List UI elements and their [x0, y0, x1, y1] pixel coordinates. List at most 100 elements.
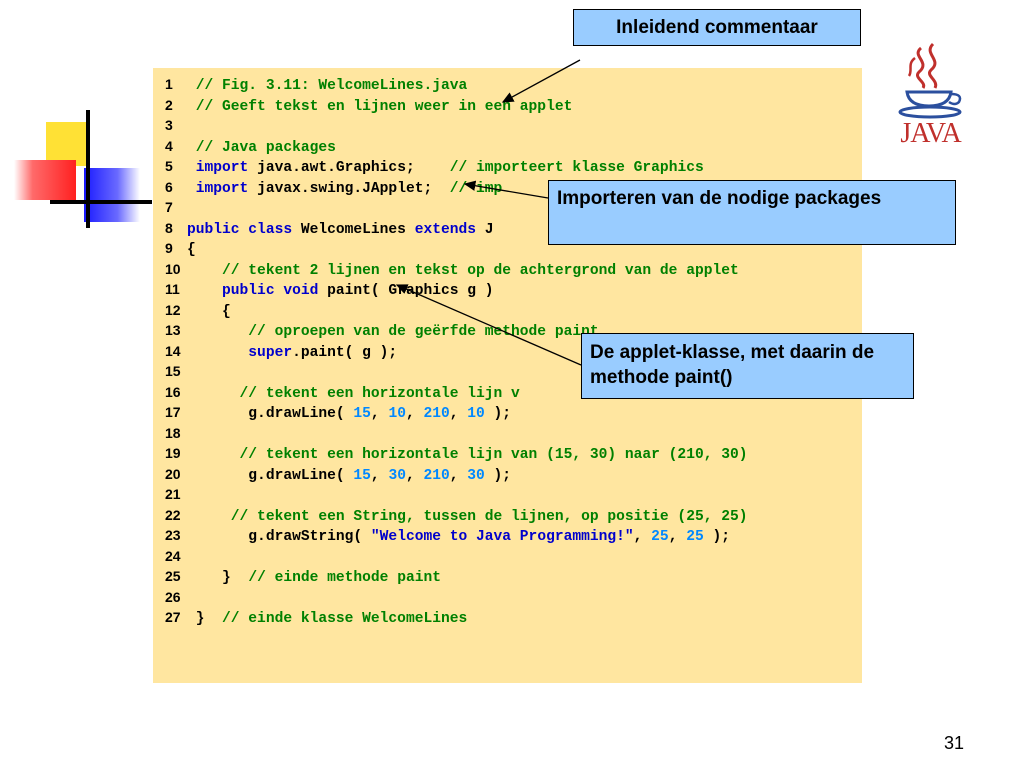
code-token: g.drawString( [187, 529, 371, 545]
code-text: // tekent 2 lijnen en tekst op de achter… [187, 263, 739, 279]
code-token: g.drawLine( [187, 406, 354, 422]
code-token: ); [484, 406, 512, 422]
code-line: 25 } // einde methode paint [165, 566, 748, 587]
line-number: 18 [165, 424, 181, 441]
line-number: 4 [165, 137, 173, 154]
code-token: // Java packages [187, 139, 336, 156]
code-line: 18 [165, 423, 748, 444]
code-token: // Fig. 3.11: WelcomeLines.java [187, 78, 468, 94]
code-line: 16 // tekent een horizontale lijn v [165, 382, 748, 403]
coffee-cup-icon [898, 42, 962, 119]
code-text: g.drawString( "Welcome to Java Programmi… [187, 529, 730, 545]
code-token: } [187, 570, 249, 586]
code-line: 14 super.paint( g ); [165, 341, 748, 362]
code-token: 15 [353, 467, 371, 484]
yellow-square [46, 122, 88, 166]
code-line: 7 [165, 197, 748, 218]
line-number: 15 [165, 363, 181, 379]
code-line: 12 { [165, 300, 748, 321]
code-token: javax.swing.JApplet; [248, 180, 450, 197]
code-token: // tekent een horizontale lijn v [187, 385, 520, 402]
code-token: extends [414, 221, 477, 238]
code-text: { [187, 242, 196, 258]
code-token: 25 [651, 529, 669, 545]
code-token: // tekent een horizontale lijn van (15, … [187, 447, 748, 463]
line-number: 8 [165, 219, 173, 236]
code-token: // Geeft tekst en lijnen weer in een app… [187, 98, 573, 115]
code-text: // Java packages [187, 140, 336, 156]
code-text: // tekent een horizontale lijn van (15, … [187, 447, 748, 463]
line-number: 24 [165, 547, 181, 564]
code-line: 20 g.drawLine( 15, 30, 210, 30 ); [165, 464, 748, 485]
code-text: import javax.swing.JApplet; // imp [187, 180, 503, 197]
code-token: , [370, 467, 389, 484]
code-line: 1 // Fig. 3.11: WelcomeLines.java [165, 74, 748, 95]
line-number: 22 [165, 506, 181, 523]
code-line: 8 public class WelcomeLines extends J [165, 218, 748, 239]
line-number: 23 [165, 527, 181, 543]
code-token: } [187, 611, 223, 627]
code-line: 11 public void paint( Graphics g ) [165, 279, 748, 300]
line-number: 1 [165, 76, 173, 92]
code-text: // tekent een horizontale lijn v [187, 386, 520, 402]
code-line: 17 g.drawLine( 15, 10, 210, 10 ); [165, 402, 748, 423]
code-line: 23 g.drawString( "Welcome to Java Progra… [165, 525, 748, 546]
code-token: , [449, 467, 468, 484]
code-token: g.drawLine( [187, 467, 354, 484]
callout-intro-comment: Inleidend commentaar [573, 9, 861, 46]
code-text: } // einde klasse WelcomeLines [187, 611, 468, 627]
code-token: , [370, 406, 389, 422]
code-token: J [476, 221, 494, 238]
line-number: 11 [165, 281, 180, 297]
code-token: , [405, 467, 424, 484]
code-token: // einde methode paint [248, 570, 441, 586]
code-line: 4 // Java packages [165, 136, 748, 157]
code-text: g.drawLine( 15, 30, 210, 30 ); [187, 468, 511, 484]
code-token: public class [187, 221, 293, 238]
line-number: 10 [165, 260, 181, 277]
code-line: 9{ [165, 238, 748, 259]
code-line: 24 [165, 546, 748, 567]
code-token: super [187, 344, 293, 361]
red-gradient-bar [14, 160, 76, 200]
code-text: g.drawLine( 15, 10, 210, 10 ); [187, 406, 511, 422]
code-line: 3 [165, 115, 748, 136]
code-token: "Welcome to Java Programming!" [370, 529, 634, 545]
code-token: // oproepen van de geërfde methode paint [187, 324, 599, 340]
code-token: paint( Graphics g ) [318, 283, 494, 299]
line-number: 27 [165, 609, 181, 625]
line-number: 3 [165, 117, 173, 133]
code-token: { [187, 303, 231, 320]
code-token: WelcomeLines [292, 221, 415, 238]
code-token: , [633, 529, 652, 545]
code-line: 27 } // einde klasse WelcomeLines [165, 607, 748, 628]
code-token: // imp [449, 180, 503, 197]
code-token: , [449, 406, 468, 422]
line-number: 25 [165, 568, 181, 584]
code-token: 25 [686, 529, 704, 545]
code-text: } // einde methode paint [187, 570, 441, 586]
line-number: 26 [165, 588, 181, 605]
code-token: 30 [467, 467, 485, 484]
code-token: 210 [423, 467, 450, 484]
line-number: 12 [165, 301, 181, 318]
line-number: 17 [165, 404, 181, 420]
code-line: 21 [165, 484, 748, 505]
code-token: 30 [388, 467, 406, 484]
line-number: 19 [165, 445, 181, 461]
code-token: 10 [388, 406, 406, 422]
line-number: 2 [165, 96, 173, 113]
code-token: , [405, 406, 424, 422]
callout-applet-class: De applet-klasse, met daarin de methode … [581, 333, 914, 399]
code-line: 2 // Geeft tekst en lijnen weer in een a… [165, 95, 748, 116]
code-token: 210 [423, 406, 450, 422]
code-text: import java.awt.Graphics; // importeert … [187, 160, 704, 176]
code-token: , [668, 529, 687, 545]
vertical-black-line [86, 110, 90, 228]
line-number: 13 [165, 322, 181, 338]
line-number: 16 [165, 383, 181, 400]
code-text: { [187, 304, 231, 320]
line-number: 21 [165, 486, 181, 502]
code-token: .paint( g ); [292, 344, 398, 361]
code-text: public class WelcomeLines extends J [187, 222, 494, 238]
